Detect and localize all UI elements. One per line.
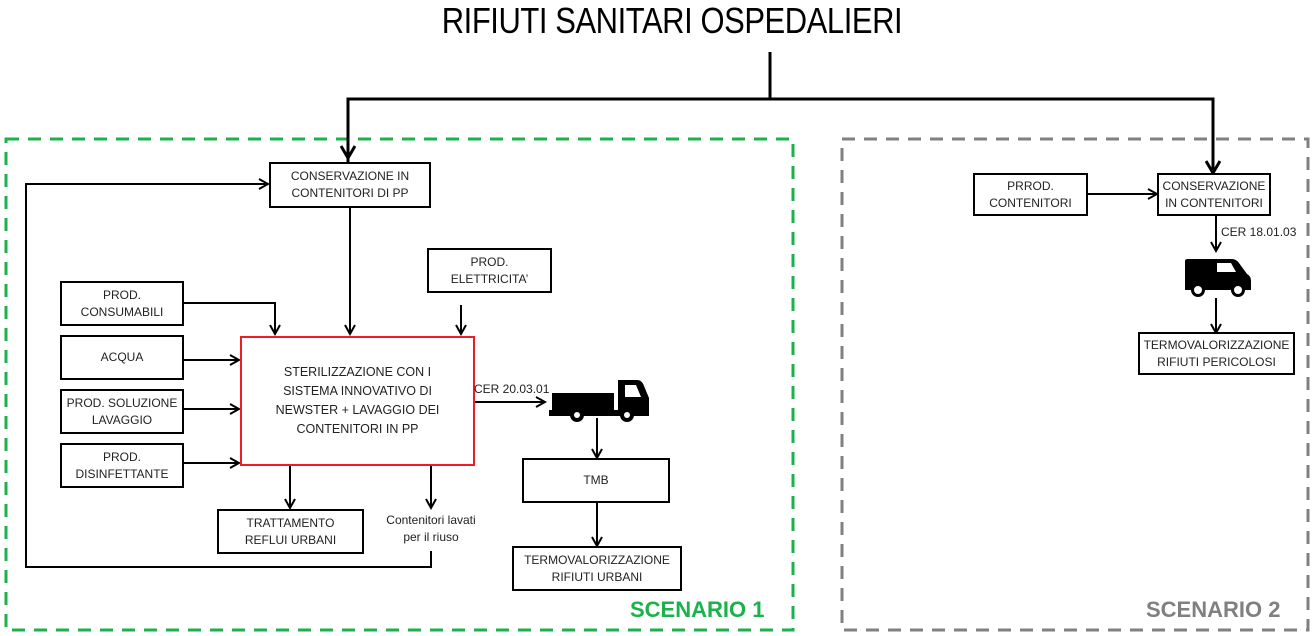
scenario1-connectors xyxy=(25,184,597,568)
label-cer-scenario2: CER 18.01.03 xyxy=(1221,225,1297,239)
node-tmb: TMB xyxy=(522,458,670,503)
label-contenitori-lavati: Contenitori lavati per il riuso xyxy=(386,513,476,544)
node-prrod-contenitori: PRROD. CONTENITORI xyxy=(973,173,1088,216)
node-conservazione-pp: CONSERVAZIONE IN CONTENITORI DI PP xyxy=(269,162,431,208)
node-sterilizzazione: STERILIZZAZIONE CON I SISTEMA INNOVATIVO… xyxy=(240,336,475,466)
van-icon xyxy=(1185,259,1251,297)
node-termovalorizzazione-urbani: TERMOVALORIZZAZIONE RIFIUTI URBANI xyxy=(512,546,682,591)
scenario1-frame xyxy=(4,137,795,632)
scenario2-label: SCENARIO 2 xyxy=(1146,597,1281,622)
scenario1-label: SCENARIO 1 xyxy=(630,597,765,622)
diagram-title: RIFIUTI SANITARI OSPEDALIERI xyxy=(441,0,903,41)
node-prod-disinfettante: PROD. DISINFETTANTE xyxy=(60,443,184,488)
node-termovalorizzazione-pericolosi: TERMOVALORIZZAZIONE RIFIUTI PERICOLOSI xyxy=(1138,332,1295,375)
node-prod-consumabili: PROD. CONSUMABILI xyxy=(60,281,184,326)
label-cer-scenario1: CER 20.03.01 xyxy=(474,382,550,396)
node-acqua: ACQUA xyxy=(60,335,184,380)
node-trattamento-reflui: TRATTAMENTO REFLUI URBANI xyxy=(217,509,364,554)
dump-truck-icon xyxy=(549,380,649,422)
node-prod-soluzione-lavaggio: PROD. SOLUZIONE LAVAGGIO xyxy=(60,389,184,434)
root-connector xyxy=(348,52,1213,184)
node-conservazione-contenitori: CONSERVAZIONE IN CONTENITORI xyxy=(1157,173,1271,216)
scenario2-connectors xyxy=(1087,194,1216,333)
node-prod-elettricita: PROD. ELETTRICITA’ xyxy=(427,248,552,293)
scenario2-frame xyxy=(840,137,1310,632)
